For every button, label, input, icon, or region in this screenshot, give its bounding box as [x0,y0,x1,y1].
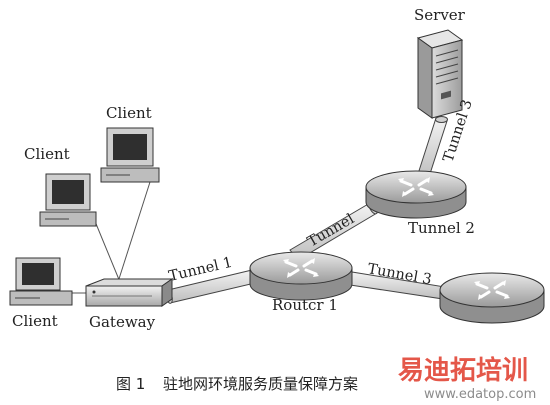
client-mid-icon [39,173,97,227]
link-client-mid-gateway [91,213,121,283]
figure-caption-label: 图 1 [116,375,145,393]
client-top-icon [100,127,160,183]
watermark-brand: 易迪拓培训 [398,356,528,386]
gateway-icon [85,278,174,307]
router1-label: Routcr 1 [272,296,338,314]
tunnel-r1-r2-label: Tunnel [305,211,357,250]
client-bottom-icon [9,257,73,306]
client-mid-label: Client [24,145,70,163]
server-label: Server [414,6,466,24]
figure-caption-text: 驻地网环境服务质量保障方案 [163,375,358,393]
server-icon [416,29,464,119]
link-client-top-gateway [117,181,151,283]
watermark-url: www.edatop.com [424,387,536,402]
router3-icon [439,272,545,324]
router2-tunnel2-label: Tunnel 2 [408,219,475,237]
client-bottom-label: Client [12,312,58,330]
client-links [72,181,151,294]
client-top-label: Client [106,104,152,122]
gateway-label: Gateway [89,313,156,331]
router1-icon [249,251,353,301]
router2-icon [365,170,467,219]
